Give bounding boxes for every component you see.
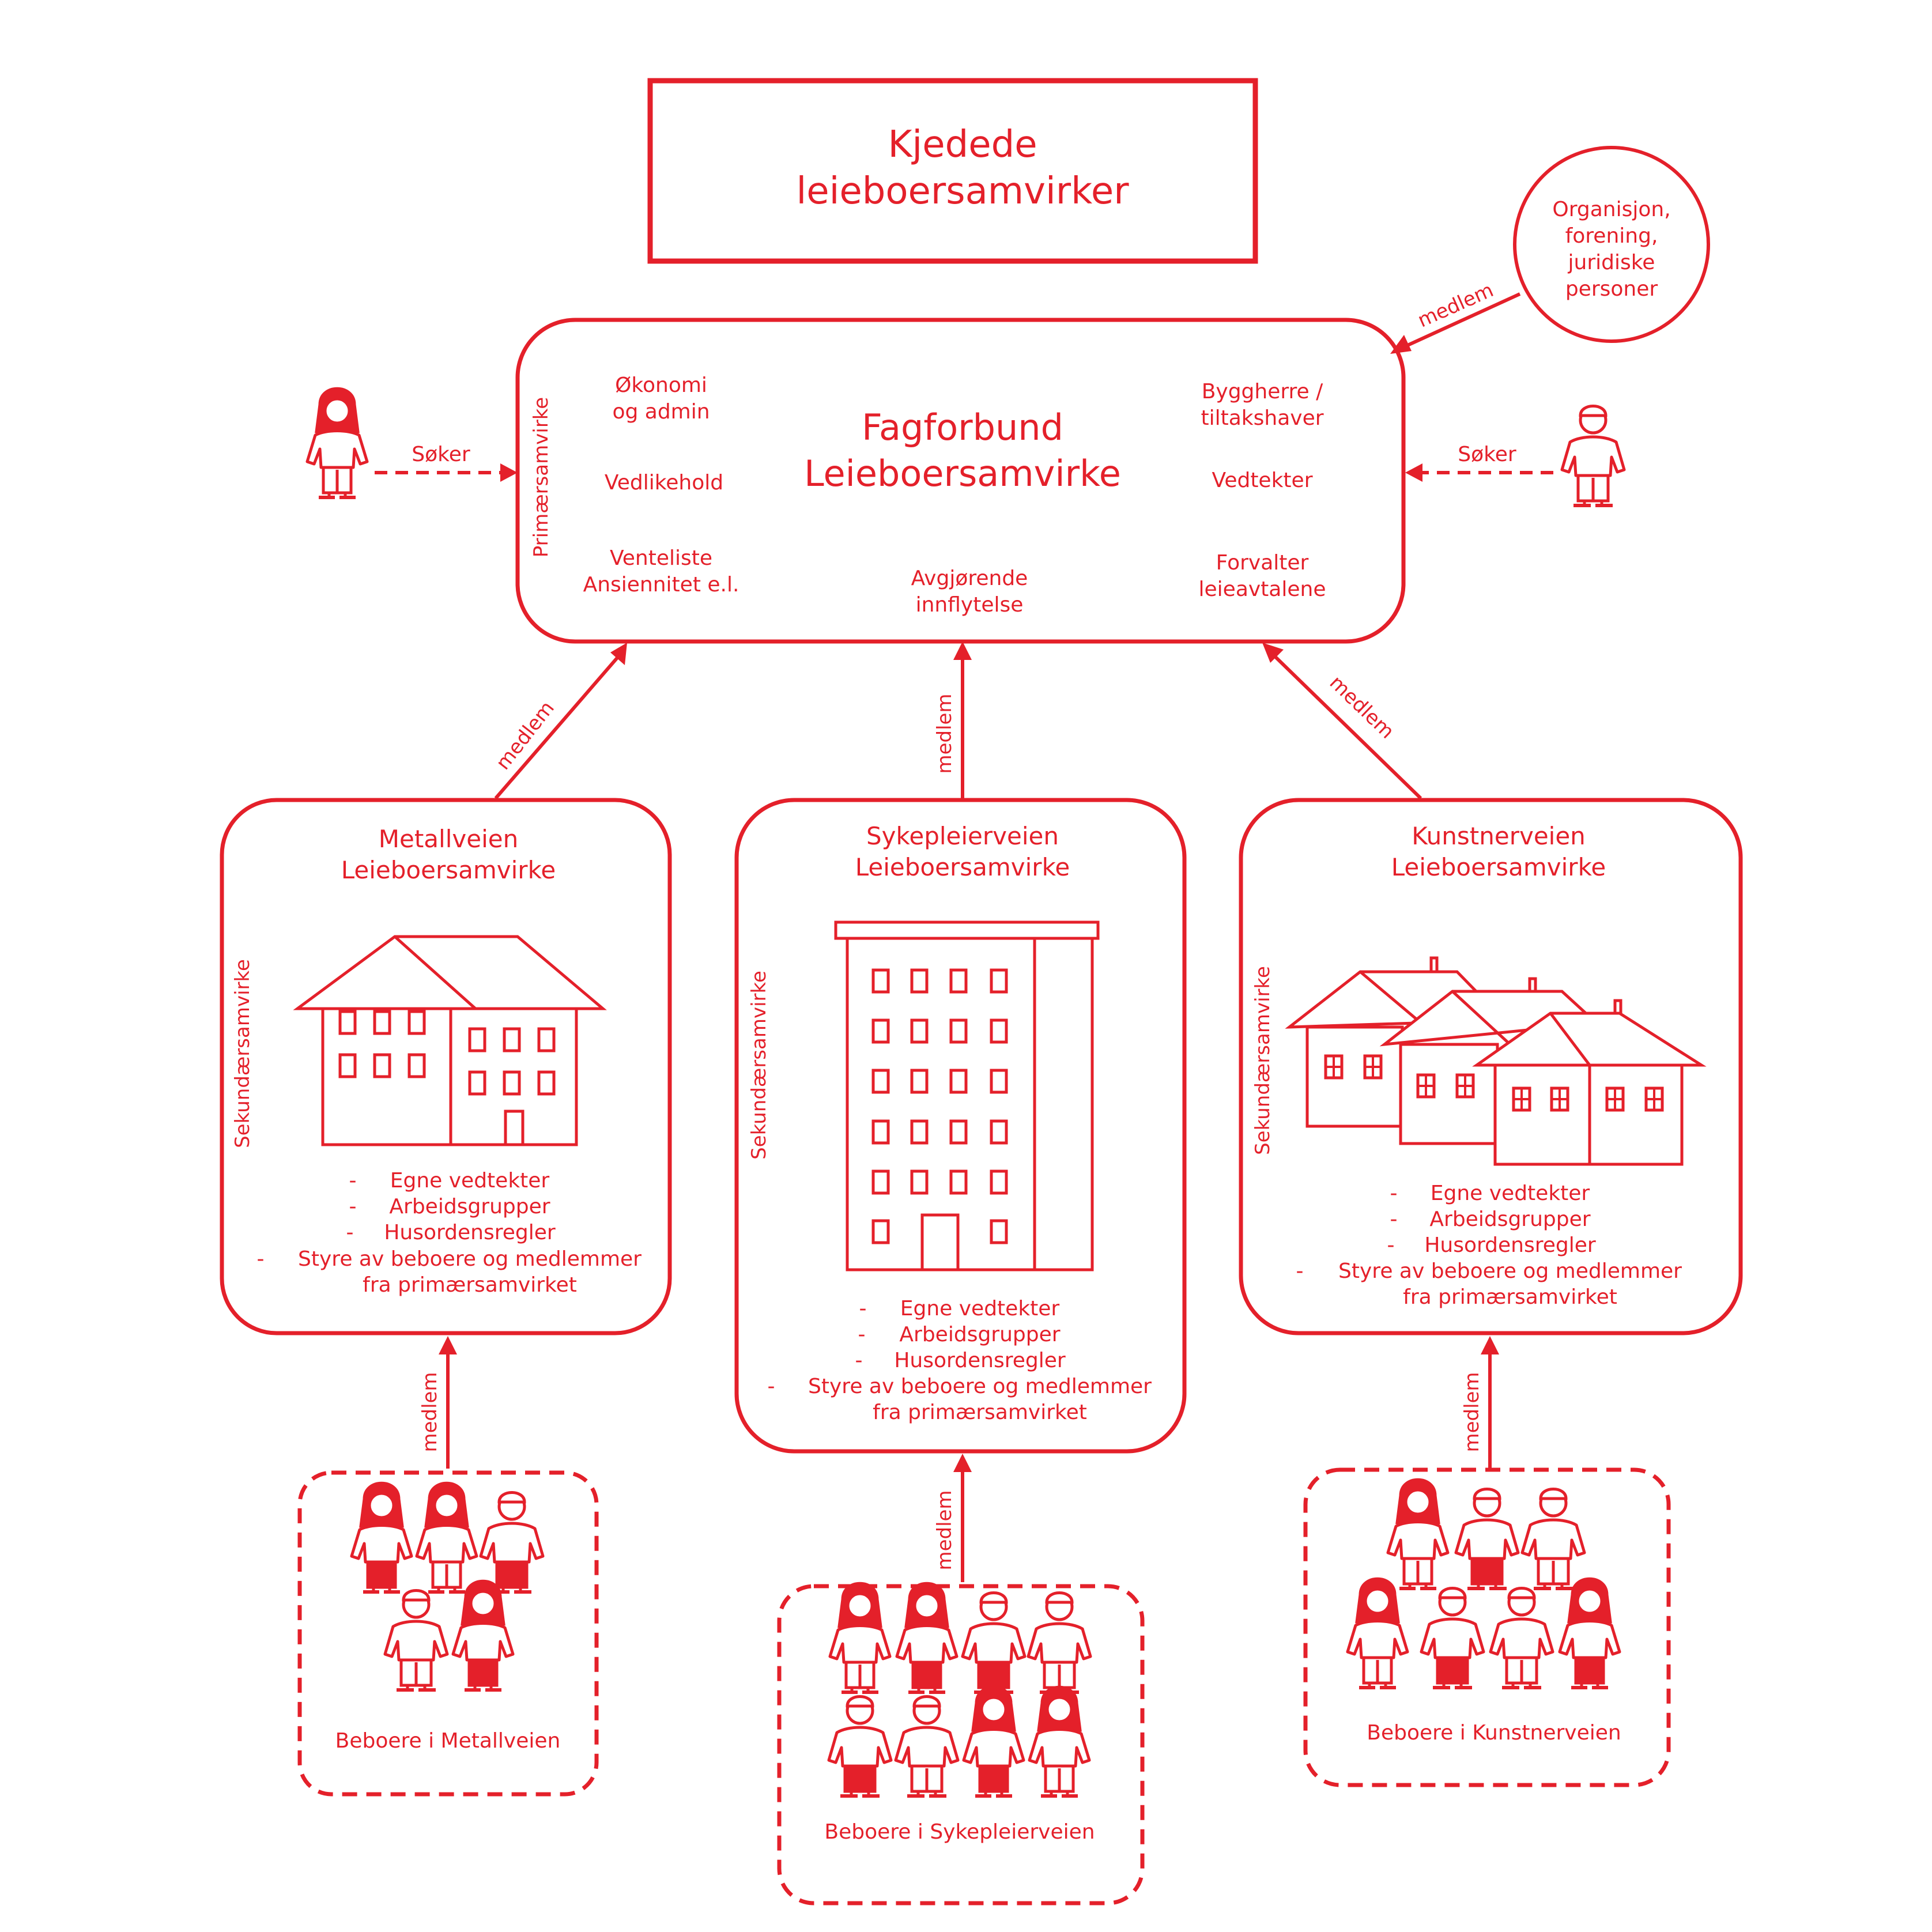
arrow-residents-sykepleierveien: medlem <box>933 1454 972 1582</box>
org-line-1: Organisjon, <box>1552 198 1670 221</box>
org-line-4: personer <box>1565 277 1658 301</box>
main-right-item-1-a: Byggherre / <box>1202 380 1323 403</box>
metallveien-list-4: -Styre av beboere og medlemmer <box>257 1247 642 1271</box>
metallveien-list-cont: fra primærsamvirket <box>363 1273 577 1297</box>
main-left-item-1-a: Økonomi <box>615 373 707 397</box>
residents-group-icon <box>829 1583 1090 1796</box>
arrow-kunstnerveien-to-main: medlem <box>1262 643 1422 800</box>
main-right-item-3-b: leieavtalene <box>1199 578 1326 601</box>
sykepleierveien-list-1: -Egne vedtekter <box>859 1297 1060 1320</box>
residents-sykepleierveien: Beboere i Sykepleierveien <box>777 1583 1145 1905</box>
kunstnerveien-side-label: Sekundærsamvirke <box>1251 966 1274 1155</box>
secondary-box-metallveien: Metallveien Leieboersamvirke Sekundærsam… <box>220 798 672 1335</box>
sykepleierveien-side-label: Sekundærsamvirke <box>748 971 771 1160</box>
arrow-metallveien-to-main: medlem <box>492 643 627 799</box>
kunstnerveien-title-2: Leieboersamvirke <box>1391 853 1606 881</box>
metallveien-title-2: Leieboersamvirke <box>341 856 556 884</box>
sykepleierveien-list-3: -Husordensregler <box>855 1349 1066 1372</box>
main-left-item-1-b: og admin <box>612 400 710 424</box>
woman-person-icon <box>307 388 367 497</box>
kunstnerveien-list-2: -Arbeidsgrupper <box>1390 1208 1591 1231</box>
title-line-1: Kjedede <box>888 123 1037 166</box>
man-person-icon <box>1562 406 1624 506</box>
main-bottom-item-a: Avgjørende <box>911 567 1028 590</box>
main-right-item-2: Vedtekter <box>1212 469 1312 492</box>
main-bottom-item-b: innflytelse <box>916 593 1024 617</box>
metallveien-list-3: -Husordensregler <box>346 1221 556 1244</box>
arrow-sykepleierveien-to-main: medlem <box>933 642 972 798</box>
metallveien-list-2: -Arbeidsgrupper <box>349 1195 550 1218</box>
org-line-2: forening, <box>1565 224 1658 248</box>
org-member-arrow: medlem <box>1390 278 1521 354</box>
kunstnerveien-list-4: -Styre av beboere og medlemmer <box>1296 1259 1682 1283</box>
arrow-label-2: medlem <box>933 693 956 773</box>
arrow-label-4: medlem <box>418 1372 442 1452</box>
org-line-3: juridiske <box>1568 251 1655 274</box>
arrow-label-3: medlem <box>1325 671 1399 743</box>
arrow-label-6: medlem <box>1461 1372 1484 1452</box>
kunstnerveien-title-1: Kunstnerveien <box>1412 822 1586 850</box>
applicant-left: Søker <box>307 388 518 497</box>
kunstnerveien-list-3: -Husordensregler <box>1387 1233 1596 1257</box>
sykepleierveien-title-2: Leieboersamvirke <box>855 853 1070 881</box>
organization-circle: Organisjon, forening, juridiske personer <box>1513 146 1710 343</box>
kunstnerveien-list-cont: fra primærsamvirket <box>1403 1285 1617 1309</box>
metallveien-side-label: Sekundærsamvirke <box>231 959 254 1148</box>
arrow-label-5: medlem <box>933 1490 956 1570</box>
main-title-line-2: Leieboersamvirke <box>804 452 1121 495</box>
main-side-label: Primærsamvirke <box>530 397 553 557</box>
sykepleierveien-title-1: Sykepleierveien <box>866 822 1059 850</box>
residents-group-icon <box>1348 1480 1620 1688</box>
residents-metallveien-label: Beboere i Metallveien <box>335 1729 561 1753</box>
arrow-residents-kunstnerveien: medlem <box>1461 1336 1499 1469</box>
apartment-building-icon <box>293 935 607 1146</box>
residents-kunstnerveien: Beboere i Kunstnerveien <box>1303 1467 1671 1787</box>
main-right-item-3-a: Forvalter <box>1216 551 1309 575</box>
secondary-box-sykepleierveien: Sykepleierveien Leieboersamvirke Sekundæ… <box>734 798 1187 1454</box>
sykepleierveien-list-2: -Arbeidsgrupper <box>858 1323 1061 1346</box>
title-box: Kjedede leieboersamvirker <box>647 78 1258 264</box>
main-left-item-3-a: Venteliste <box>610 546 712 570</box>
residents-sykepleierveien-label: Beboere i Sykepleierveien <box>824 1820 1095 1844</box>
metallveien-title-1: Metallveien <box>379 825 518 853</box>
main-right-item-1-b: tiltakshaver <box>1201 406 1323 430</box>
main-cooperative-box: Primærsamvirke Fagforbund Leieboersamvir… <box>515 318 1406 644</box>
residents-metallveien: Beboere i Metallveien <box>297 1470 599 1797</box>
high-rise-building-icon <box>834 920 1100 1271</box>
arrow-residents-metallveien: medlem <box>418 1336 457 1469</box>
main-left-item-2: Vedlikehold <box>605 471 723 495</box>
residents-group-icon <box>352 1483 543 1690</box>
secondary-box-kunstnerveien: Kunstnerveien Leieboersamvirke Sekundærs… <box>1239 798 1743 1335</box>
main-title-line-1: Fagforbund <box>862 406 1063 448</box>
title-line-2: leieboersamvirker <box>796 170 1129 213</box>
sykepleierveien-list-4: -Styre av beboere og medlemmer <box>768 1375 1152 1398</box>
kunstnerveien-list-1: -Egne vedtekter <box>1390 1182 1590 1205</box>
main-left-item-3-b: Ansiennitet e.l. <box>583 573 739 597</box>
applicant-right-label: Søker <box>1458 443 1516 466</box>
residents-kunstnerveien-label: Beboere i Kunstnerveien <box>1367 1721 1621 1745</box>
applicant-right: Søker <box>1405 406 1624 506</box>
metallveien-list-1: -Egne vedtekter <box>349 1169 550 1193</box>
applicant-left-label: Søker <box>412 443 470 466</box>
sykepleierveien-list-cont: fra primærsamvirket <box>873 1401 1087 1424</box>
row-houses-icon <box>1285 956 1707 1166</box>
